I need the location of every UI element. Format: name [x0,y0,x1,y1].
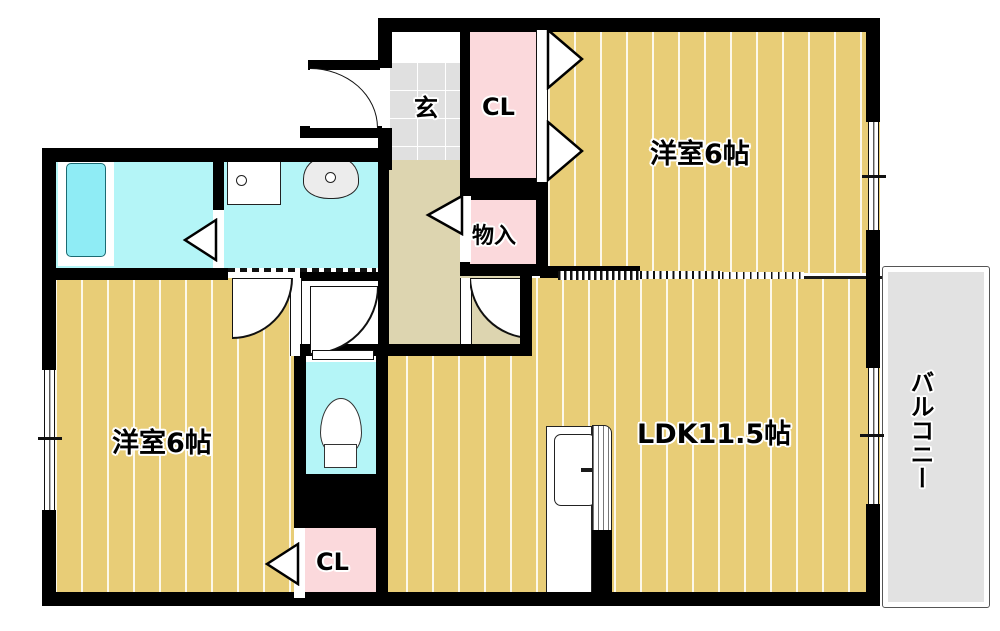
label-ldk: LDK11.5帖 [637,419,792,450]
wall-closet-south-top [294,518,388,528]
bathtub [66,163,106,257]
window-bedroom-north-tick-icon [862,175,886,178]
wall-left-exterior-lower [42,510,56,606]
closet-south-chevron-icon [264,542,300,586]
wall-storage-right [536,190,548,268]
wall-ldk-left [376,344,388,606]
kitchen-faucet-icon [581,468,599,472]
ldk-door-panel[interactable] [460,278,472,356]
sliding-door-track [804,276,882,279]
closet-north-chevron-bottom-svg [546,120,584,182]
bath-door-panel[interactable] [213,210,224,268]
room-storage [470,196,536,268]
wall-ldk-north-left [540,266,558,278]
entrance-door-swing[interactable] [310,68,378,128]
closet-south-door-panel[interactable] [294,528,305,598]
wall-storage-top [460,190,548,200]
sliding-door-panel-3[interactable] [722,272,804,279]
balcony-outline [882,266,990,608]
wall-left-exterior-upper [42,148,56,370]
room-closet-north [470,30,536,182]
window-ldk-tick-icon [860,434,884,437]
wall-partition-header [558,266,640,271]
wall-closet-north-bottom [460,178,548,192]
kitchen-stove-drainer [592,425,612,533]
toilet-tank [324,444,357,468]
label-closet-south: CL [316,548,349,576]
wall-right-exterior-ldk-upper [866,278,880,368]
washroom-threshold-dashed [228,268,376,272]
wall-hallway-left-lower [378,170,389,356]
label-bedroom-west: 洋室6帖 [112,428,212,459]
window-bedroom-west[interactable] [44,370,55,510]
wall-entrance-door-head [308,60,380,70]
toilet-door-sill [312,350,374,360]
label-balcony: バルコニー [906,370,934,490]
wall-hallway-right-branch [520,276,532,356]
label-entrance: 玄 [414,94,438,122]
wall-right-exterior-ldk-lower [866,504,880,604]
wall-toilet-left [294,356,306,486]
wall-entrance-door-sill [300,126,382,138]
storage-door-panel[interactable] [460,196,471,262]
sliding-door-panel-1[interactable] [558,270,640,280]
wall-bath-partition-upper [213,148,224,210]
wall-bath-right [378,148,392,170]
wall-washroom-bottom-right [300,272,380,281]
wall-bottom-exterior [42,592,880,606]
label-storage: 物入 [472,224,517,249]
room-bedroom-north [548,28,880,273]
toilet-door-swing[interactable] [310,286,380,356]
wall-kitchen-stub [592,530,612,602]
wall-closet-north-left [460,30,470,182]
label-bedroom-north: 洋室6帖 [650,139,750,170]
label-closet-north: CL [482,93,515,121]
bedroom-west-door-swing[interactable] [232,278,294,362]
bath-door-chevron-icon [182,218,218,262]
window-bedroom-west-tick-icon [38,437,62,440]
washbasin-drain-icon [325,172,336,183]
room-closet-south [303,524,377,603]
room-entrance-tile [389,62,468,160]
sliding-door-panel-2[interactable] [640,271,722,279]
bedroom-west-door-panel[interactable] [290,278,302,356]
washing-machine-dial-icon [236,175,247,186]
wall-right-exterior-top [866,18,880,122]
closet-north-door-panel[interactable] [536,30,548,182]
room-balcony [888,272,984,602]
wall-entrance-left [378,18,392,68]
wall-right-exterior-mid [866,230,880,290]
wall-hallway-bottom [378,344,530,356]
storage-chevron-icon [425,194,464,236]
wall-storage-bottom [460,264,548,276]
wall-bath-bottom-left [42,268,228,280]
wall-top-exterior [378,18,880,32]
closet-north-chevron-top-svg [546,28,584,90]
